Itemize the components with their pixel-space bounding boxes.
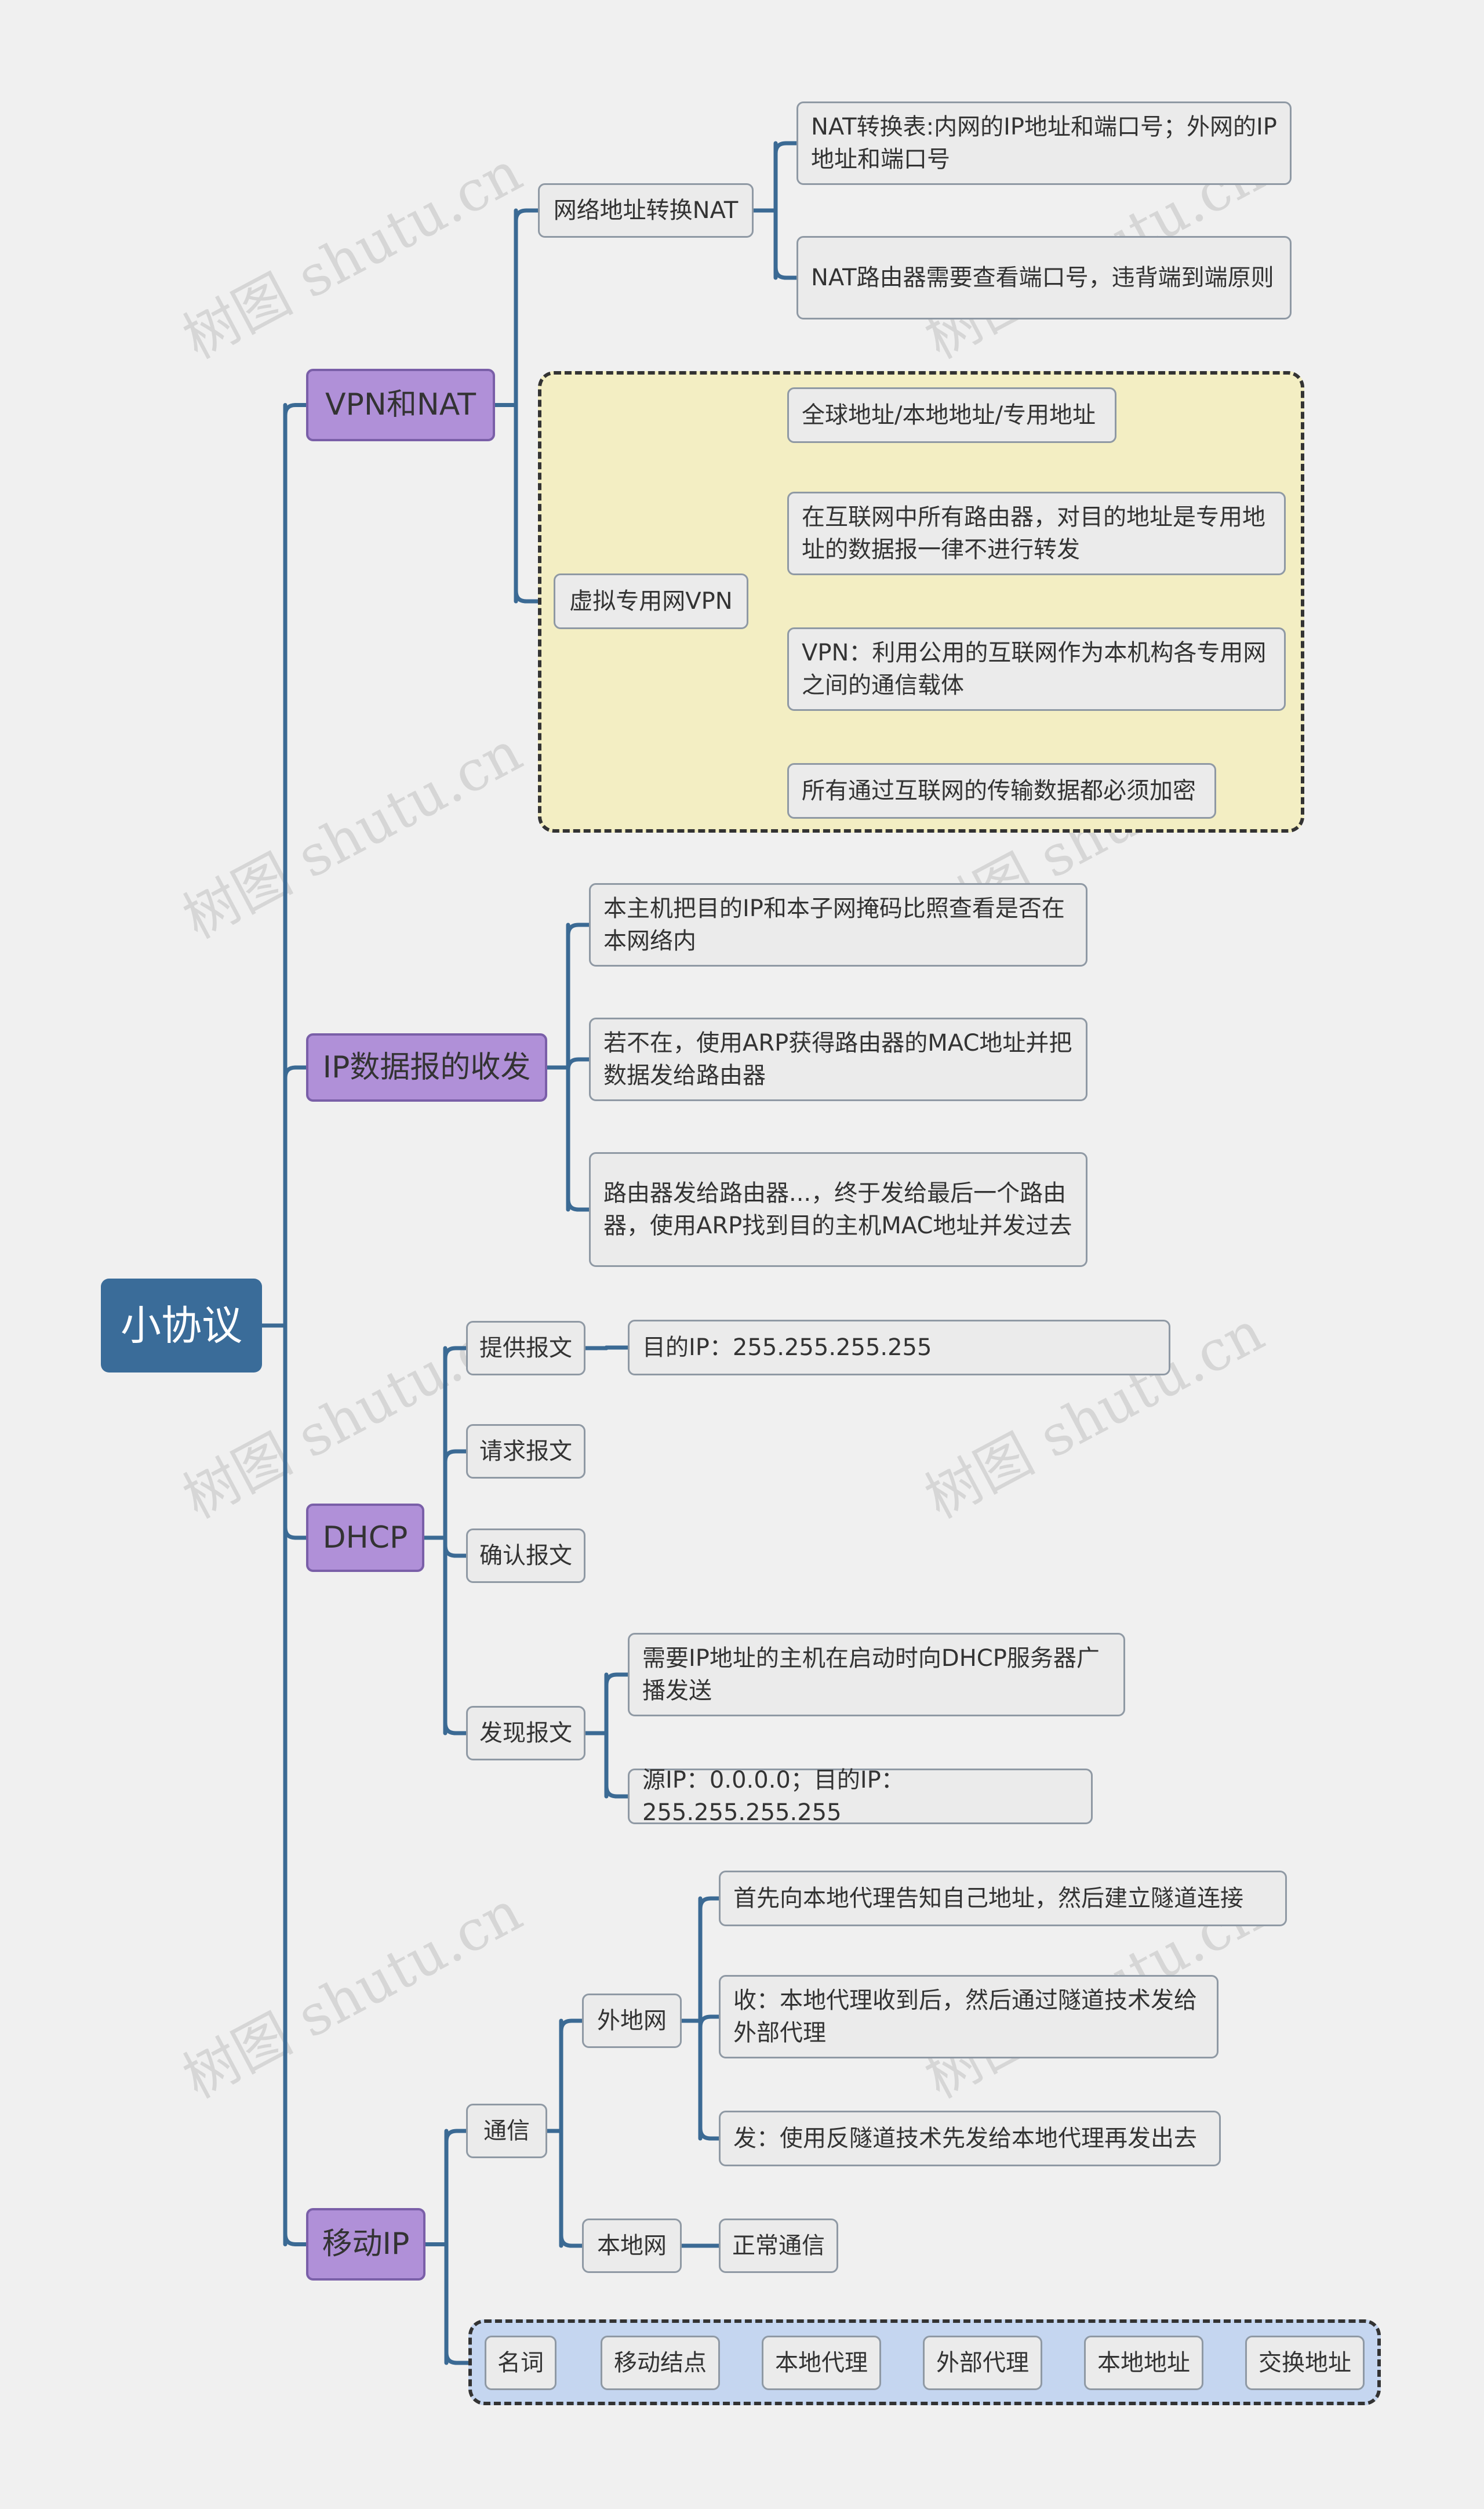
dhcp-discover-item-1[interactable]: 需要IP地址的主机在启动时向DHCP服务器广播发送 [628, 1633, 1125, 1716]
connector [566, 923, 591, 938]
branch-dhcp[interactable]: DHCP [306, 1504, 424, 1572]
connector [698, 1896, 721, 1911]
dhcp-ack-node[interactable]: 确认报文 [466, 1528, 585, 1583]
term-3[interactable]: 外部代理 [923, 2336, 1042, 2390]
foreign-item-3[interactable]: 发：使用反隧道技术先发给本地代理再发出去 [719, 2111, 1221, 2166]
nat-node[interactable]: 网络地址转换NAT [538, 183, 754, 238]
connector [443, 1346, 468, 1361]
ip-forward-item-3[interactable]: 路由器发给路由器...，终于发给最后一个路由器，使用ARP找到目的主机MAC地址… [589, 1152, 1087, 1267]
branch-mobile-ip[interactable]: 移动IP [306, 2208, 425, 2281]
ip-forward-item-1[interactable]: 本主机把目的IP和本子网掩码比照查看是否在本网络内 [589, 883, 1087, 967]
home-item[interactable]: 正常通信 [719, 2218, 838, 2273]
vpn-item-3[interactable]: VPN：利用公用的互联网作为本机构各专用网之间的通信载体 [787, 627, 1286, 711]
term-1[interactable]: 移动结点 [601, 2336, 720, 2390]
connector [283, 1525, 308, 1540]
mobile-foreign-node[interactable]: 外地网 [582, 1994, 682, 2048]
branch-vpn-nat[interactable]: VPN和NAT [306, 369, 495, 441]
foreign-item-2[interactable]: 收：本地代理收到后，然后通过隧道技术发给外部代理 [719, 1975, 1219, 2058]
connector [444, 2350, 487, 2365]
dhcp-offer-item[interactable]: 目的IP：255.255.255.255 [628, 1320, 1170, 1375]
dhcp-request-node[interactable]: 请求报文 [466, 1424, 585, 1479]
dhcp-offer-node[interactable]: 提供报文 [466, 1321, 585, 1375]
mobile-comm-node[interactable]: 通信 [466, 2104, 547, 2158]
connector [698, 2014, 721, 2029]
vpn-item-2[interactable]: 在互联网中所有路由器，对目的地址是专用地址的数据报一律不进行转发 [787, 492, 1286, 575]
foreign-item-1[interactable]: 首先向本地代理告知自己地址，然后建立隧道连接 [719, 1871, 1287, 1926]
dhcp-discover-node[interactable]: 发现报文 [466, 1706, 585, 1760]
connector [283, 403, 308, 417]
connector [698, 2126, 721, 2141]
connector [514, 208, 540, 223]
connector [443, 1543, 468, 1558]
connector [444, 2129, 468, 2144]
branch-ip-forward[interactable]: IP数据报的收发 [306, 1033, 547, 1102]
nat-item-2[interactable]: NAT路由器需要查看端口号，违背端到端原则 [796, 236, 1292, 319]
connector [773, 141, 799, 156]
connector [559, 2018, 584, 2034]
connector [283, 2232, 308, 2246]
connector [604, 1784, 630, 1799]
connector [566, 1197, 591, 1212]
dhcp-discover-item-2[interactable]: 源IP：0.0.0.0；目的IP：255.255.255.255 [628, 1767, 1093, 1826]
root-node[interactable]: 小协议 [101, 1279, 262, 1372]
term-4[interactable]: 本地地址 [1084, 2336, 1203, 2390]
mobile-home-node[interactable]: 本地网 [582, 2218, 682, 2273]
connector [443, 1720, 468, 1735]
connector [566, 1057, 591, 1072]
connector [604, 1672, 630, 1687]
vpn-item-4[interactable]: 所有通过互联网的传输数据都必须加密 [787, 763, 1216, 819]
connector [559, 2233, 584, 2248]
vpn-node[interactable]: 虚拟专用网VPN [554, 573, 748, 629]
connector [283, 1065, 308, 1080]
ip-forward-item-2[interactable]: 若不在，使用ARP获得路由器的MAC地址并把数据发给路由器 [589, 1018, 1087, 1101]
nat-item-1[interactable]: NAT转换表:内网的IP地址和端口号；外网的IP地址和端口号 [796, 101, 1292, 185]
connector [773, 265, 799, 280]
connector [514, 589, 556, 604]
connector [443, 1449, 468, 1464]
vpn-item-1[interactable]: 全球地址/本地地址/专用地址 [787, 387, 1116, 443]
term-5[interactable]: 交换地址 [1245, 2336, 1365, 2390]
term-0[interactable]: 名词 [485, 2336, 556, 2390]
term-2[interactable]: 本地代理 [762, 2336, 881, 2390]
